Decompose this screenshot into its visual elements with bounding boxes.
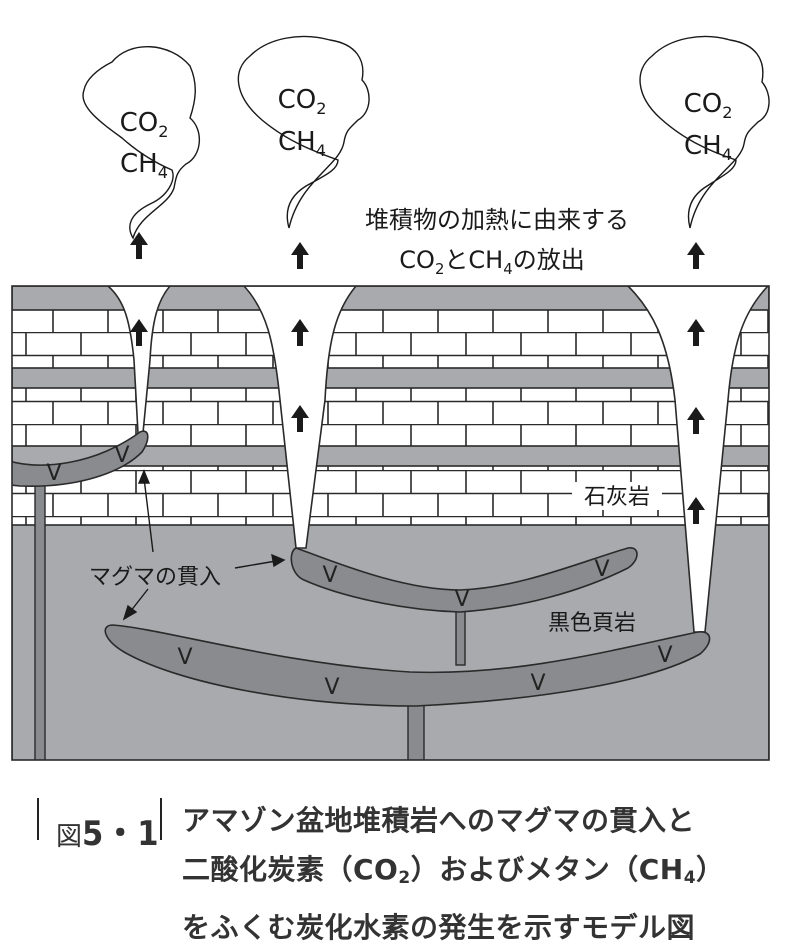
- figure-number-value: 5・1: [82, 814, 159, 854]
- volcanic-marker: V: [530, 671, 545, 696]
- release-label: 堆積物の加熱に由来する CO2とCH4の放出: [365, 206, 629, 278]
- caption-line-1: アマゾン盆地堆積岩へのマグマの貫入と: [182, 804, 696, 837]
- up-arrow-icon: [291, 319, 309, 346]
- callout-line-lower: [129, 588, 149, 613]
- black-shale-label: 黒色頁岩: [548, 611, 636, 636]
- magma-sill-lower: [104, 624, 711, 707]
- figure-number: 図5・1: [56, 806, 159, 855]
- limestone-label: 石灰岩: [584, 485, 650, 510]
- volcanic-marker: V: [46, 461, 61, 486]
- volcanic-marker: V: [594, 557, 609, 582]
- callout-line-right: [234, 560, 277, 569]
- cloud-1-ch4: CH4: [120, 149, 168, 182]
- magma-dike-middle: [455, 604, 466, 666]
- caption-divider: [37, 798, 39, 840]
- gas-cloud-2: [237, 35, 370, 229]
- diagram: V V V V V V V V V CO2 CH4 CO2 CH4 CO2 CH…: [11, 35, 770, 761]
- gas-flow-arrows: [130, 232, 705, 524]
- cloud-2-co2: CO2: [278, 85, 327, 118]
- caption-line-2: 二酸化炭素（CO2）およびメタン（CH4）: [182, 853, 725, 888]
- arrowhead-icon: [137, 469, 151, 484]
- shale-band-middle: [12, 367, 769, 389]
- cloud-2-ch4: CH4: [278, 127, 326, 160]
- volcanic-marker: V: [657, 643, 672, 668]
- release-label-line1: 堆積物の加熱に由来する: [365, 206, 629, 234]
- up-arrow-icon: [130, 319, 148, 346]
- figure-kanji: 図: [56, 822, 83, 852]
- shale-band-lower: [12, 445, 769, 467]
- volcanic-marker: V: [114, 443, 129, 468]
- limestone-label-bg: [572, 482, 662, 510]
- volcanic-marker: V: [322, 563, 337, 588]
- up-arrow-icon: [291, 242, 309, 269]
- magma-dike-left: [34, 469, 46, 760]
- volcanic-marker: V: [177, 645, 192, 670]
- gas-cloud-1: [82, 46, 200, 240]
- magma-intrusion-label: マグマの貫入: [89, 565, 221, 590]
- up-arrow-icon: [130, 232, 148, 259]
- arrowhead-icon: [271, 553, 286, 568]
- volcanic-marker: V: [324, 675, 339, 700]
- cloud-1-co2: CO2: [120, 108, 169, 141]
- callout-line-upper: [143, 477, 154, 553]
- up-arrow-icon: [687, 407, 705, 434]
- arrowhead-icon: [122, 604, 138, 621]
- caption-divider: [160, 798, 162, 840]
- caption-text: アマゾン盆地堆積岩へのマグマの貫入と 二酸化炭素（CO2）およびメタン（CH4）…: [182, 796, 725, 952]
- figure-caption: 図5・1 アマゾン盆地堆積岩へのマグマの貫入と 二酸化炭素（CO2）およびメタン…: [0, 770, 800, 950]
- caption-line-3: をふくむ炭化水素の発生を示すモデル図: [182, 911, 696, 944]
- up-arrow-icon: [687, 242, 705, 269]
- strata: [12, 286, 769, 760]
- up-arrow-icon: [291, 405, 309, 432]
- volcanic-marker: V: [454, 587, 469, 612]
- cloud-3-co2: CO2: [684, 89, 733, 122]
- strata-frame: [11, 285, 770, 761]
- magma-sill-left: [12, 430, 149, 488]
- up-arrow-icon: [687, 497, 705, 524]
- release-label-line2: CO2とCH4の放出: [399, 246, 584, 278]
- up-arrow-icon: [687, 319, 705, 346]
- gas-cloud-3: [639, 35, 770, 229]
- cloud-3-ch4: CH4: [684, 131, 732, 164]
- magma-sill-middle: [290, 547, 638, 613]
